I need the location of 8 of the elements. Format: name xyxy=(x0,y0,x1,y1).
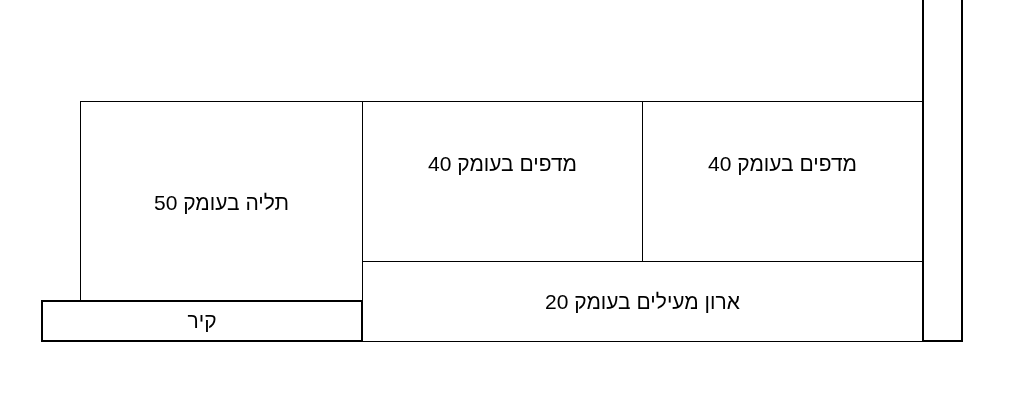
wall xyxy=(922,0,963,342)
hanging-closet xyxy=(80,101,363,301)
area-label: ארון מעילים בעומק 20 xyxy=(545,289,740,314)
area-label: תליה בעומק 50 xyxy=(154,191,289,215)
area-label: מדפים בעומק 40 xyxy=(708,151,857,176)
wall xyxy=(41,300,363,342)
area-label: קיר xyxy=(187,309,217,333)
area-label: מדפים בעומק 40 xyxy=(428,151,577,176)
